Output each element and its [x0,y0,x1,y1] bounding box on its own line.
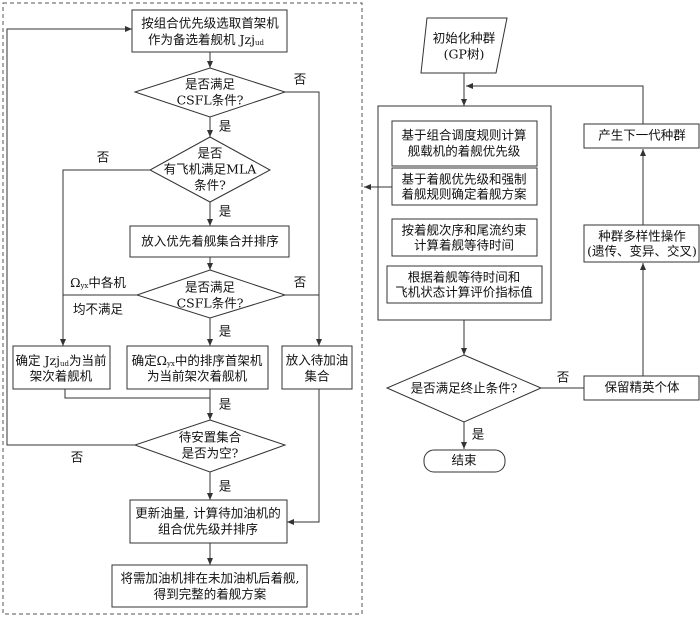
update-fuel-box: 更新油量, 计算待加油机的 组合优先级并排序 [129,499,288,544]
no-label: 否 [71,450,84,465]
svg-text:放入待加油: 放入待加油 [286,353,349,368]
csfl-decision-1: 是否满足 CSFL条件? [133,67,287,118]
yes-label: 是 [472,427,485,442]
svg-text:初始化种群: 初始化种群 [433,31,496,46]
priority-set-box: 放入优先着舰集合并排序 [129,225,290,258]
no-label: 否 [294,275,307,290]
none-satisfy-label: 均不满足 [73,302,124,317]
no-label: 否 [557,370,570,385]
init-population: 初始化种群 (GP树) [420,17,508,74]
svg-text:确定 Jzjud为当前: 确定 Jzjud为当前 [16,353,107,369]
svg-text:作为备选着舰机 Jzjud: 作为备选着舰机 Jzjud [148,32,264,48]
elite-box: 保留精英个体 [583,375,700,401]
svg-text:集合: 集合 [304,369,330,384]
yes-label: 是 [219,204,232,219]
no-label: 否 [97,150,110,165]
next-generation-box: 产生下一代种群 [583,123,700,149]
svg-text:确定Ωyx中的排序首架机: 确定Ωyx中的排序首架机 [132,353,263,369]
select-first-aircraft-box: 按组合优先级选取首架机 作为备选着舰机 Jzjud [131,9,288,53]
svg-text:更新油量, 计算待加油机的: 更新油量, 计算待加油机的 [135,506,280,521]
confirm-jzj-box: 确定 Jzjud为当前 架次着舰机 [12,345,111,390]
svg-text:按着舰次序和尾流约束: 按着舰次序和尾流约束 [401,223,527,238]
svg-text:得到完整的着舰方案: 得到完整的着舰方案 [154,587,267,602]
omega-label: Ωyx中各机 [70,275,126,291]
svg-text:飞机状态计算评价指标值: 飞机状态计算评价指标值 [395,285,533,300]
svg-text:CSFL条件?: CSFL条件? [177,296,244,311]
yes-label: 是 [219,119,232,134]
empty-check-decision: 待安置集合 是否为空? [133,419,287,473]
terminate-decision: 是否满足终止条件? [385,354,543,423]
svg-text:计算着舰等待时间: 计算着舰等待时间 [414,238,514,253]
svg-text:有飞机满足MLA: 有飞机满足MLA [164,162,258,177]
step-landing-plan: 基于着舰优先级和强制 着舰规则确定着舰方案 [391,167,538,206]
mla-decision: 是否 有飞机满足MLA 条件? [148,136,272,203]
step-wait-time: 按着舰次序和尾流约束 计算着舰等待时间 [391,218,538,257]
end-terminal: 结束 [423,449,506,473]
yes-label: 是 [219,324,232,339]
svg-text:着舰规则确定着舰方案: 着舰规则确定着舰方案 [401,187,527,202]
diversity-box: 种群多样性操作 (遗传、变异、交叉) [583,224,700,263]
confirm-omega-box: 确定Ωyx中的排序首架机 为当前架次着舰机 [126,345,269,390]
svg-text:条件?: 条件? [194,178,226,193]
svg-text:是否满足: 是否满足 [185,280,236,295]
svg-text:(遗传、变异、交叉): (遗传、变异、交叉) [587,244,697,259]
svg-text:待安置集合: 待安置集合 [179,430,242,445]
final-plan-box: 将需加油机排在未加油机后着舰, 得到完整的着舰方案 [111,564,308,608]
svg-text:是否满足终止条件?: 是否满足终止条件? [411,381,518,396]
svg-text:是否满足: 是否满足 [185,77,236,92]
step-evaluate: 根据着舰等待时间和 飞机状态计算评价指标值 [386,265,543,304]
yes-label: 是 [219,397,232,412]
svg-text:根据着舰等待时间和: 根据着舰等待时间和 [408,270,521,285]
svg-text:产生下一代种群: 产生下一代种群 [598,128,686,143]
svg-text:CSFL条件?: CSFL条件? [177,93,244,108]
svg-text:(GP树): (GP树) [444,47,485,62]
svg-text:是否为空?: 是否为空? [182,446,239,461]
step-priority: 基于组合调度规则计算 舰载机的着舰优先级 [391,120,538,167]
svg-text:是否: 是否 [197,146,222,161]
svg-text:按组合优先级选取首架机: 按组合优先级选取首架机 [141,16,279,31]
no-label: 否 [294,72,307,87]
csfl-decision-2: 是否满足 CSFL条件? [135,269,287,319]
svg-text:基于组合调度规则计算: 基于组合调度规则计算 [401,128,526,143]
landing-plan-group [2,2,363,615]
svg-text:架次着舰机: 架次着舰机 [30,369,93,384]
svg-text:结束: 结束 [451,453,477,468]
refuel-set-box: 放入待加油 集合 [281,345,353,390]
svg-text:将需加油机排在未加油机后着舰,: 将需加油机排在未加油机后着舰, [121,571,300,586]
svg-text:放入优先着舰集合并排序: 放入优先着舰集合并排序 [141,234,279,249]
svg-text:舰载机的着舰优先级: 舰载机的着舰优先级 [408,144,521,159]
svg-text:保留精英个体: 保留精英个体 [604,380,680,395]
svg-text:组合优先级并排序: 组合优先级并排序 [158,522,258,537]
yes-label: 是 [219,479,232,494]
svg-text:基于着舰优先级和强制: 基于着舰优先级和强制 [401,172,526,187]
svg-text:为当前架次着舰机: 为当前架次着舰机 [147,369,248,384]
svg-text:种群多样性操作: 种群多样性操作 [598,229,686,244]
